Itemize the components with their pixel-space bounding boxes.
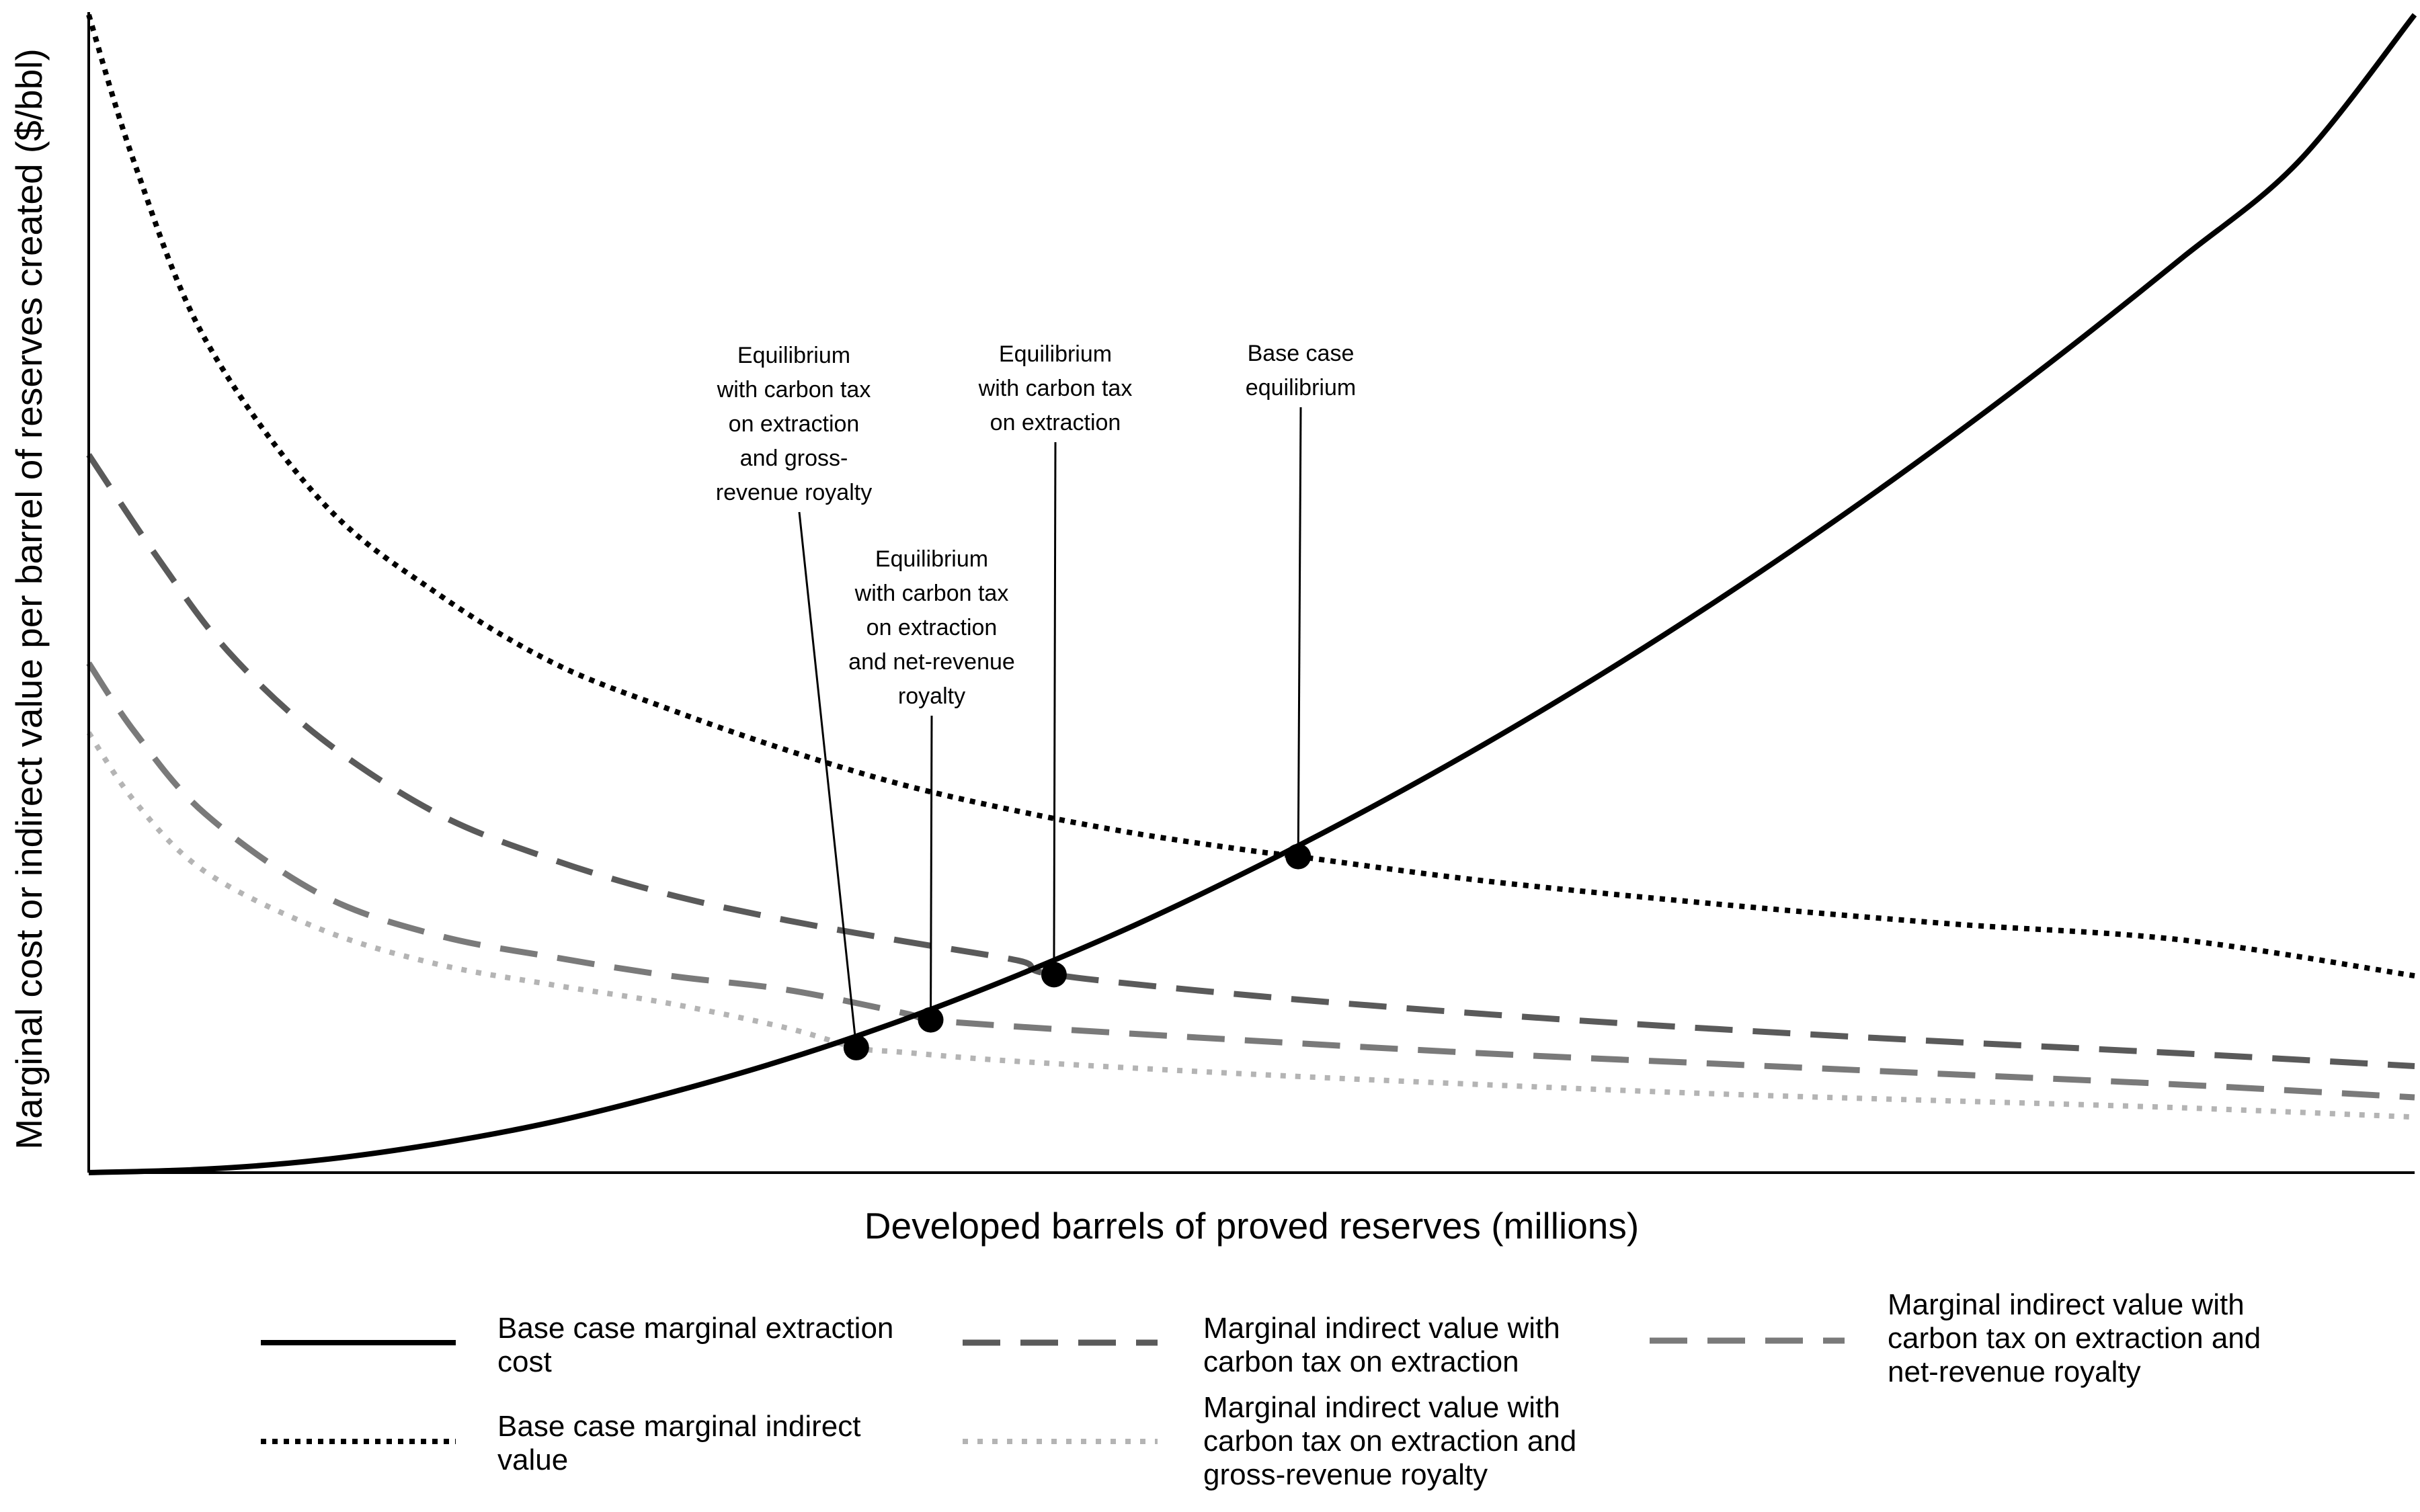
equilibrium-label-line: Equilibrium xyxy=(999,341,1112,367)
series-line-2 xyxy=(86,453,2415,1069)
equilibrium-label-line: on extraction xyxy=(990,410,1121,435)
legend-label-line: carbon tax on extraction xyxy=(1203,1345,1519,1378)
equilibrium-label-line: equilibrium xyxy=(1246,375,1356,401)
legend-label-line: Marginal indirect value with xyxy=(1203,1391,1560,1424)
equilibrium-leader-line-1 xyxy=(1053,442,1057,975)
legend-label-line: Base case marginal extraction xyxy=(497,1312,893,1345)
equilibrium-leader-line-0 xyxy=(1297,407,1302,857)
equilibrium-label-line: Base case xyxy=(1248,341,1355,366)
equilibrium-label-line: revenue royalty xyxy=(716,480,872,505)
equilibrium-leader-line-3 xyxy=(798,511,858,1048)
equilibrium-label-line: Equilibrium xyxy=(875,546,988,572)
equilibrium-label-line: on extraction xyxy=(866,615,998,640)
x-axis-label: Developed barrels of proved reserves (mi… xyxy=(864,1205,1639,1247)
series-line-4 xyxy=(86,731,2415,1120)
legend-label-line: carbon tax on extraction and xyxy=(1203,1425,1576,1458)
legend-label-line: cost xyxy=(497,1345,552,1378)
legend-label-line: Marginal indirect value with xyxy=(1203,1312,1560,1345)
equilibrium-label-line: with carbon tax xyxy=(978,376,1133,401)
equilibrium-point-1 xyxy=(1041,962,1067,988)
legend-label-line: Marginal indirect value with xyxy=(1888,1288,2245,1321)
equilibrium-label-0: Base case equilibrium xyxy=(1246,341,1356,401)
equilibrium-leader-line-2 xyxy=(930,715,933,1020)
y-axis-label: Marginal cost or indirect value per barr… xyxy=(8,48,50,1150)
equilibrium-label-line: on extraction xyxy=(729,411,860,437)
equilibrium-label-line: and gross- xyxy=(740,446,848,471)
series-group xyxy=(86,13,2417,1175)
series-line-3 xyxy=(86,661,2415,1101)
legend-label-line: carbon tax on extraction and xyxy=(1888,1322,2261,1355)
equilibrium-point-3 xyxy=(843,1034,869,1060)
equilibrium-label-line: royalty xyxy=(898,683,965,709)
series-line-0 xyxy=(88,13,2417,1175)
equilibrium-label-line: and net-revenue xyxy=(848,649,1015,675)
equilibrium-label-line: with carbon tax xyxy=(854,581,1009,606)
series-line-1 xyxy=(86,13,2415,979)
equilibrium-point-0 xyxy=(1285,843,1312,870)
equilibrium-point-2 xyxy=(918,1007,944,1033)
legend-label-line: gross-revenue royalty xyxy=(1203,1458,1488,1491)
legend-label-line: Base case marginal indirect xyxy=(497,1410,860,1443)
legend-label-line: net-revenue royalty xyxy=(1888,1355,2141,1388)
equilibrium-label-line: with carbon tax xyxy=(717,377,871,403)
legend-label-line: value xyxy=(497,1443,568,1476)
equilibrium-label-2: Equilibrium with carbon tax on extraction a… xyxy=(848,546,1015,709)
equilibrium-label-3: Equilibrium with carbon tax on extraction a… xyxy=(716,343,872,505)
equilibrium-label-1: Equilibrium with carbon tax on extraction xyxy=(978,341,1133,435)
equilibrium-label-line: Equilibrium xyxy=(737,343,850,368)
